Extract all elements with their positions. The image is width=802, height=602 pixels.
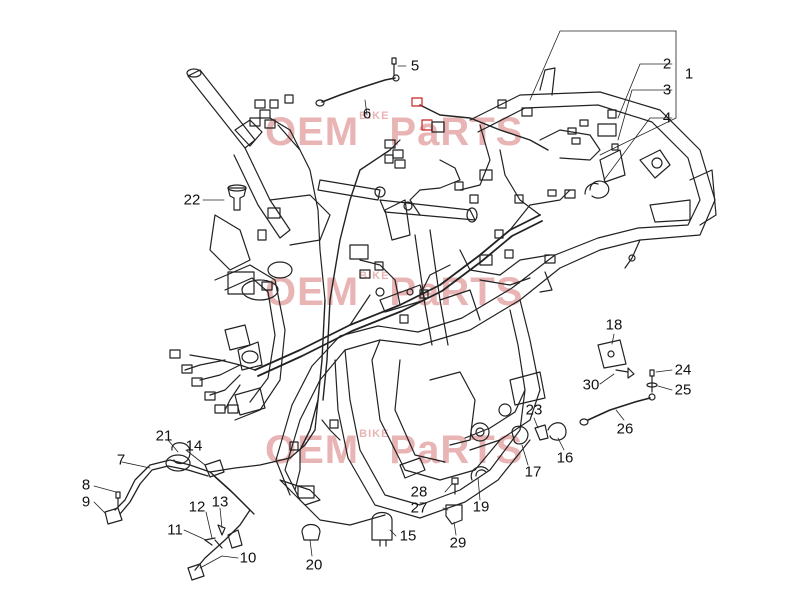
callout-6: 6 — [362, 105, 372, 123]
callout-19: 19 — [472, 498, 490, 516]
callout-4: 4 — [662, 109, 672, 127]
watermark-parts: PaRTS — [389, 110, 524, 154]
callout-24: 24 — [674, 361, 692, 379]
callout-27: 27 — [410, 499, 428, 517]
callout-10: 10 — [239, 549, 257, 567]
callout-20: 20 — [305, 556, 323, 574]
watermark-top: OEMBIKEPaRTS — [265, 110, 523, 155]
callout-8: 8 — [81, 476, 91, 494]
callout-7: 7 — [116, 451, 126, 469]
watermark-bike: BIKE — [359, 270, 390, 282]
watermark-bike: BIKE — [359, 428, 390, 440]
callout-23: 23 — [525, 401, 543, 419]
callout-25: 25 — [674, 381, 692, 399]
wiring-harness — [104, 104, 601, 581]
callout-22: 22 — [183, 191, 201, 209]
callout-3: 3 — [662, 81, 672, 99]
watermark-oem: OEM — [265, 110, 360, 154]
callout-30: 30 — [582, 376, 600, 394]
callout-2: 2 — [662, 55, 672, 73]
callout-17: 17 — [524, 463, 542, 481]
watermark-parts: PaRTS — [389, 428, 524, 472]
callout-14: 14 — [185, 437, 203, 455]
leader-lines — [93, 30, 677, 569]
callout-16: 16 — [556, 449, 574, 467]
callout-9: 9 — [81, 493, 91, 511]
frame — [275, 67, 717, 526]
callout-11: 11 — [167, 521, 183, 539]
callout-29: 29 — [449, 534, 467, 552]
callout-26: 26 — [616, 420, 634, 438]
callout-28: 28 — [410, 483, 428, 501]
callout-21: 21 — [155, 427, 173, 445]
callout-12: 12 — [188, 498, 206, 516]
connectors — [169, 94, 619, 499]
callout-1: 1 — [684, 65, 694, 83]
steering-assembly — [186, 68, 331, 421]
callout-13: 13 — [211, 493, 229, 511]
callout-5: 5 — [410, 57, 420, 75]
callout-18: 18 — [605, 316, 623, 334]
callout-15: 15 — [399, 527, 417, 545]
